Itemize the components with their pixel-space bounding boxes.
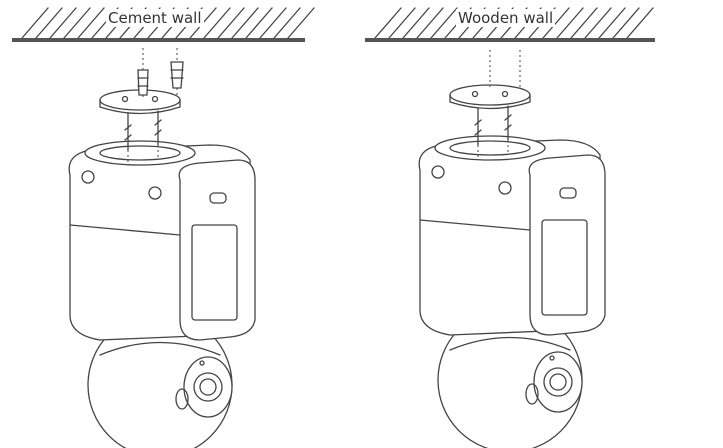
hatch-line xyxy=(49,7,77,39)
hatch-line xyxy=(402,7,430,39)
hatch-line xyxy=(430,7,458,39)
hatch-line xyxy=(556,7,584,39)
hatch-line xyxy=(598,7,626,39)
hatch-line xyxy=(259,7,287,39)
hatch-line xyxy=(612,7,640,39)
wall-anchors xyxy=(137,48,184,100)
wooden-wall-label: Wooden wall xyxy=(456,9,556,27)
hatch-line xyxy=(287,7,315,39)
camera-right xyxy=(418,84,606,448)
mount-guides xyxy=(489,50,521,88)
hatch-line xyxy=(273,7,301,39)
hatch-line xyxy=(35,7,63,39)
hatch-line xyxy=(63,7,91,39)
hatch-line xyxy=(542,7,570,39)
hatch-line xyxy=(203,7,231,39)
hatch-line xyxy=(570,7,598,39)
hatch-line xyxy=(21,7,49,39)
camera-left xyxy=(68,89,256,448)
hatch-line xyxy=(584,7,612,39)
cement-wall-label: Cement wall xyxy=(106,9,204,27)
hatch-line xyxy=(388,7,416,39)
hatch-line xyxy=(374,7,402,39)
hatch-line xyxy=(245,7,273,39)
hatch-line xyxy=(626,7,654,39)
hatch-line xyxy=(231,7,259,39)
hatch-line xyxy=(77,7,105,39)
hatch-line xyxy=(416,7,444,39)
hatch-line xyxy=(217,7,245,39)
